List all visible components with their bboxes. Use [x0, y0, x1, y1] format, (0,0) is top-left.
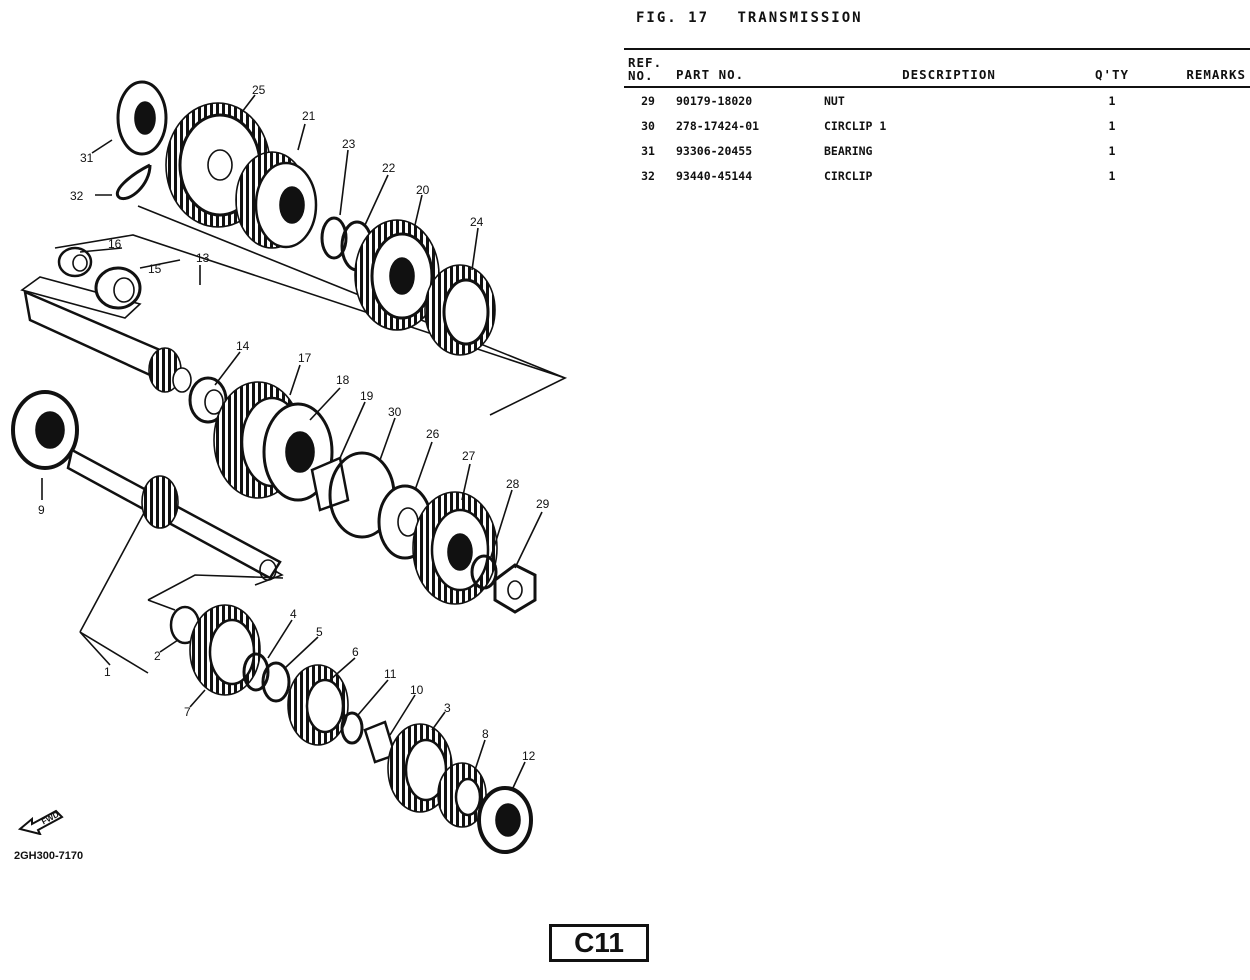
header-part-no: PART NO. [672, 48, 820, 88]
gear-3 [387, 723, 453, 813]
header-ref-no: REF. NO. [624, 48, 672, 88]
nut-29 [493, 563, 537, 614]
callout: 18 [336, 373, 350, 387]
callout: 9 [38, 503, 45, 517]
circlip-5 [261, 661, 291, 703]
washer-11 [340, 711, 364, 745]
table-row: 30 278-17424-01 CIRCLIP 1 1 [624, 113, 1250, 138]
callout: 28 [506, 477, 520, 491]
callout: 16 [108, 237, 122, 251]
cell-ref: 29 [641, 94, 655, 108]
callout: 20 [416, 183, 430, 197]
cell-ref: 32 [641, 169, 655, 183]
callout: 29 [536, 497, 550, 511]
callout: 7 [184, 705, 191, 719]
bearing-12 [477, 786, 533, 854]
page-badge-text: C11 [574, 927, 624, 958]
cell-description: CIRCLIP 1 [824, 119, 887, 133]
callout: 30 [388, 405, 402, 419]
callout: 12 [522, 749, 536, 763]
header-remarks: REMARKS [1146, 48, 1250, 88]
fwd-arrow-icon: FWD [18, 809, 64, 835]
callout: 11 [384, 667, 397, 681]
callout: 31 [80, 151, 94, 165]
collar-16 [57, 246, 93, 278]
cell-remarks [1146, 163, 1250, 188]
parts-table: REF. NO. PART NO. DESCRIPTION Q'TY REMAR… [624, 48, 1250, 188]
callout: 5 [316, 625, 323, 639]
callout: 19 [360, 389, 374, 403]
cell-qty: 1 [1108, 94, 1116, 108]
callout: 6 [352, 645, 359, 659]
header-ref-line1: REF. [628, 55, 663, 70]
gear-21 [235, 151, 318, 249]
callout: 24 [470, 215, 484, 229]
washer-4 [242, 652, 270, 692]
gear-7 [189, 604, 261, 696]
header-ref-line2: NO. [628, 68, 654, 83]
drive-axle-1 [66, 448, 282, 581]
callout: 17 [298, 351, 312, 365]
bearing-31 [116, 80, 168, 156]
cell-ref: 30 [641, 119, 655, 133]
cell-part-no: 93306-20455 [676, 144, 753, 158]
cell-qty: 1 [1108, 119, 1116, 133]
cell-remarks [1146, 113, 1250, 138]
cell-description: NUT [824, 94, 845, 108]
cell-remarks [1146, 138, 1250, 163]
cell-qty: 1 [1108, 144, 1116, 158]
cell-description: CIRCLIP [824, 169, 873, 183]
callout: 22 [382, 161, 396, 175]
table-row: 29 90179-18020 NUT 1 [624, 87, 1250, 113]
header-description: DESCRIPTION [820, 48, 1078, 88]
cell-remarks [1146, 87, 1250, 113]
main-axle-13 [23, 289, 192, 393]
callout: 15 [148, 262, 162, 276]
exploded-transmission-diagram: 25 21 23 22 20 24 31 32 16 15 13 14 17 1… [11, 80, 568, 854]
cell-part-no: 278-17424-01 [676, 119, 760, 133]
callout: 13 [196, 251, 210, 265]
callout: 1 [104, 665, 111, 679]
parts-table-header: REF. NO. PART NO. DESCRIPTION Q'TY REMAR… [624, 48, 1250, 88]
cell-description: BEARING [824, 144, 873, 158]
gear-8 [437, 762, 487, 828]
callout: 26 [426, 427, 440, 441]
circlip-32 [116, 163, 152, 201]
cell-qty: 1 [1108, 169, 1116, 183]
callout: 3 [444, 701, 451, 715]
gear-24 [424, 264, 496, 356]
page-badge: C11 [549, 924, 649, 962]
figure-prefix: FIG. [636, 10, 678, 26]
figure-number: 17 [688, 10, 710, 26]
sprocket-27 [412, 491, 498, 605]
callout-labels: 25 21 23 22 20 24 31 32 16 15 13 14 17 1… [38, 83, 550, 763]
header-qty: Q'TY [1078, 48, 1146, 88]
table-row: 31 93306-20455 BEARING 1 [624, 138, 1250, 163]
callout: 10 [410, 683, 424, 697]
cell-part-no: 93440-45144 [676, 169, 753, 183]
table-row: 32 93440-45144 CIRCLIP 1 [624, 163, 1250, 188]
figure-title: FIG. 17 TRANSMISSION [636, 10, 863, 26]
bearing-9 [11, 390, 79, 470]
callout: 4 [290, 607, 297, 621]
cell-part-no: 90179-18020 [676, 94, 753, 108]
callout: 8 [482, 727, 489, 741]
figure-name: TRANSMISSION [737, 10, 863, 26]
callout: 14 [236, 339, 250, 353]
cell-ref: 31 [641, 144, 655, 158]
callout: 27 [462, 449, 476, 463]
bearing-15 [94, 266, 142, 310]
callout: 25 [252, 83, 266, 97]
lock-washer-28 [470, 554, 498, 590]
circlip-23 [320, 216, 348, 260]
callout: 23 [342, 137, 356, 151]
diagram-code: 2GH300-7170 [14, 850, 84, 862]
callout: 32 [70, 189, 84, 203]
callout: 2 [154, 649, 161, 663]
callout: 21 [302, 109, 316, 123]
gear-6 [287, 664, 349, 746]
